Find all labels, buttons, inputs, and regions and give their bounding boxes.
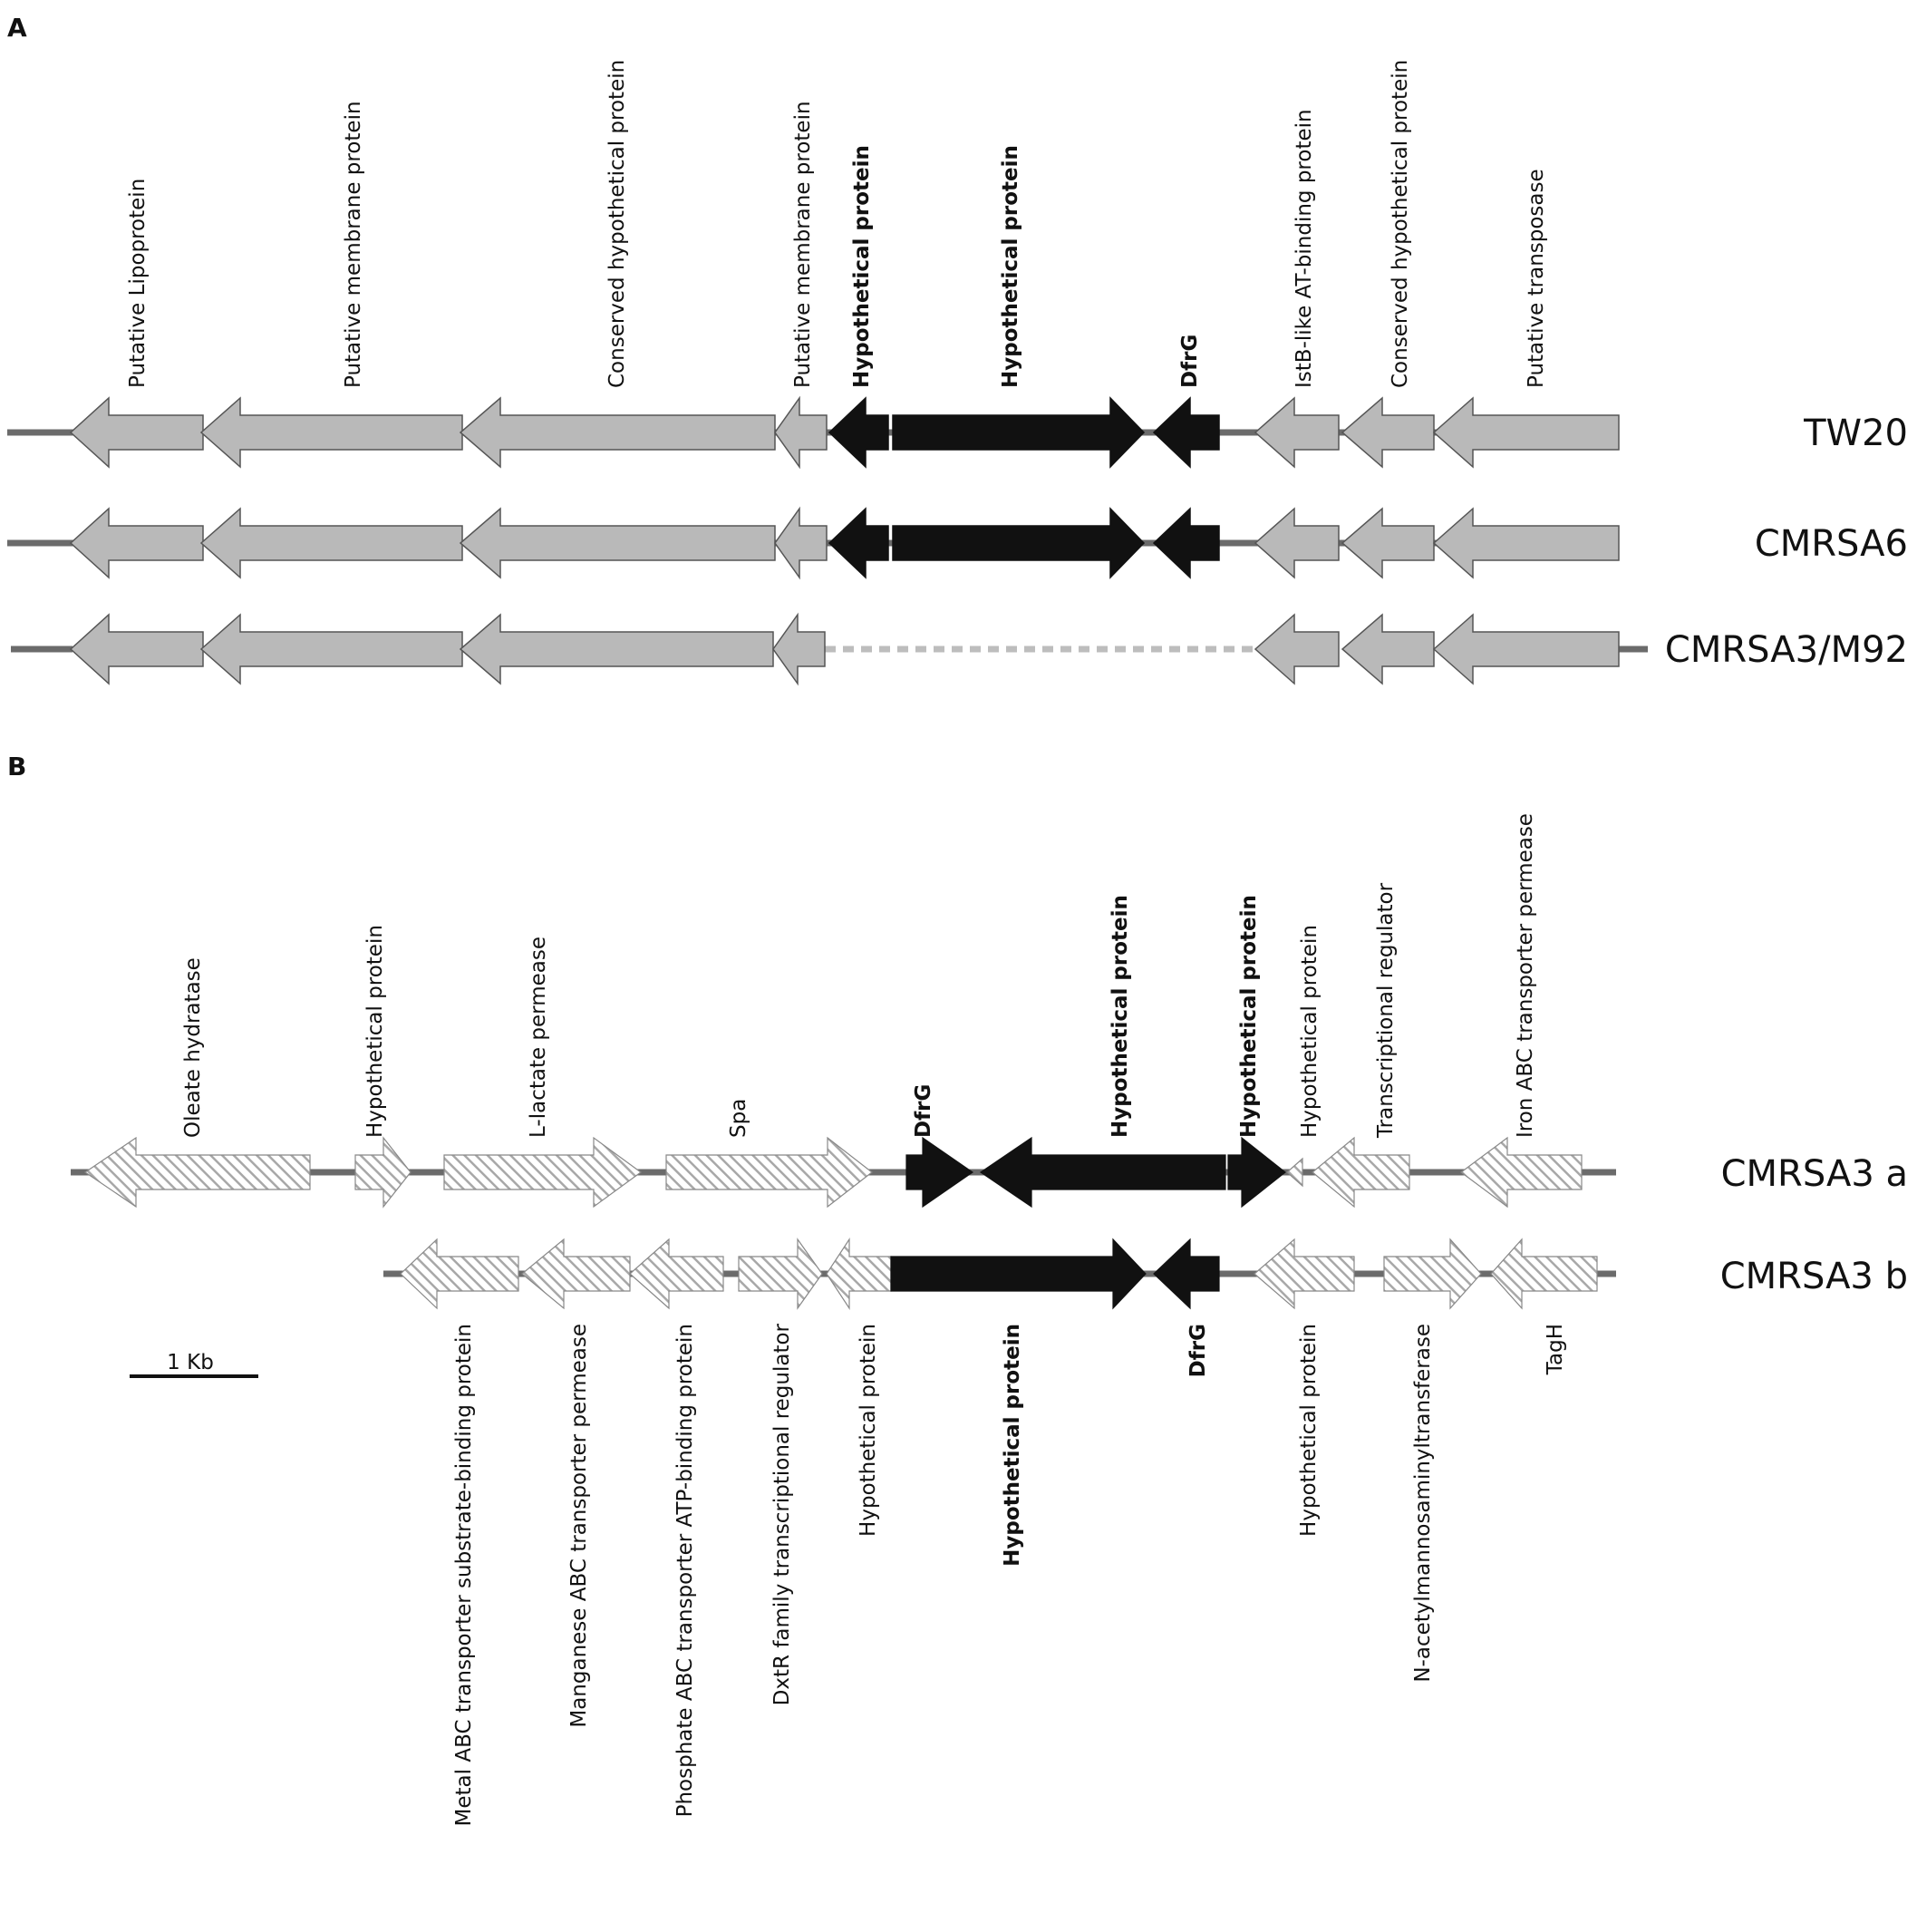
gene-putative-lipoprotein: [69, 613, 204, 685]
gene-hypothetical-protein-bold-2: [892, 396, 1146, 469]
gene-putative-transposase: [1432, 613, 1620, 685]
gene-conserved-hypothetical-protein: [459, 396, 776, 469]
gene-l-lactate-permease: [443, 1136, 643, 1209]
panel-b-label: B: [7, 752, 26, 782]
gene-label-transcriptional-regulator: Transcriptional regulator: [1374, 882, 1398, 1139]
gene-putative-membrane-protein-2: [774, 506, 828, 580]
gene-dxtr-family-transcriptional-regulator: [738, 1238, 823, 1310]
gene-oleate-hydratase: [83, 1136, 311, 1209]
gene-putative-lipoprotein: [69, 507, 204, 579]
gene-label-hypothetical-protein-bold-b: Hypothetical protein: [1001, 1324, 1024, 1567]
gene-label-oleate-hydratase: Oleate hydratase: [181, 957, 205, 1138]
gene-hypothetical-protein-bold-2: [892, 507, 1146, 579]
gene-label-phosphate-abc-transporter-atp-binding-protein: Phosphate ABC transporter ATP-binding pr…: [673, 1324, 697, 1817]
gene-label-iron-abc-transporter-permease: Iron ABC transporter permease: [1514, 813, 1537, 1138]
gene-manganese-abc-transporter-permease: [521, 1238, 631, 1310]
gene-dfrg-b: [1153, 1238, 1220, 1310]
scale-bar-label: 1 Kb: [167, 1351, 214, 1374]
gene-label-putative-membrane-protein: Putative membrane protein: [342, 101, 365, 388]
gene-hypothetical-protein-a1: [354, 1136, 411, 1209]
gene-putative-transposase: [1432, 507, 1620, 579]
gene-hypothetical-protein-bold-b: [890, 1238, 1147, 1310]
gene-label-hypothetical-protein-bold: Hypothetical protein: [850, 145, 874, 388]
gene-hypothetical-protein-bold: [828, 507, 889, 579]
gene-tagh: [1490, 1238, 1598, 1310]
gene-dfrg-a: [905, 1136, 974, 1209]
gene-putative-membrane-protein-2: [772, 612, 826, 686]
gene-conserved-hypothetical-protein-2: [1341, 396, 1435, 469]
gene-istb-like-at-binding-protein: [1254, 613, 1340, 685]
gene-phosphate-abc-transporter-atp-binding-protein: [629, 1238, 724, 1310]
gene-putative-membrane-protein: [199, 396, 463, 469]
gene-putative-lipoprotein: [69, 396, 204, 469]
strain-label-cmrsa3-b: CMRSA3 b: [1720, 1256, 1908, 1297]
gene-n-acetylmannosaminyltransferase: [1383, 1238, 1482, 1310]
gene-hypothetical-protein-a2: [1286, 1157, 1303, 1188]
gene-conserved-hypothetical-protein-2: [1341, 507, 1435, 579]
strain-label-cmrsa3-m92: CMRSA3/M92: [1665, 629, 1908, 671]
gene-label-hypothetical-protein-a2: Hypothetical protein: [1298, 925, 1322, 1138]
gene-putative-membrane-protein-2: [774, 395, 828, 470]
strain-label-cmrsa3-a: CMRSA3 a: [1721, 1153, 1908, 1195]
gene-label-hypothetical-protein-bold-a2: Hypothetical protein: [1237, 895, 1261, 1138]
gene-hypothetical-protein-b2: [1254, 1238, 1355, 1310]
gene-label-spa: Spa: [727, 1099, 750, 1138]
gene-putative-membrane-protein: [199, 507, 463, 579]
gene-label-hypothetical-protein-bold-2: Hypothetical protein: [999, 145, 1022, 388]
gene-hypothetical-protein-b1: [826, 1237, 892, 1311]
gene-hypothetical-protein-bold: [828, 396, 889, 469]
gene-label-dfrg-a: DfrG: [912, 1084, 935, 1138]
gene-label-tagh: TagH: [1544, 1324, 1567, 1375]
gene-istb-like-at-binding-protein: [1254, 507, 1340, 579]
gene-dfrg: [1152, 396, 1220, 469]
gene-label-dfrg: DfrG: [1178, 335, 1202, 388]
gene-label-hypothetical-protein-b2: Hypothetical protein: [1297, 1324, 1321, 1537]
gene-label-putative-transposase: Putative transposase: [1525, 169, 1548, 388]
gene-label-l-lactate-permease: L-lactate permease: [527, 937, 550, 1138]
gene-label-hypothetical-protein-a1: Hypothetical protein: [363, 925, 387, 1138]
panel-a-label: A: [7, 13, 27, 43]
gene-label-conserved-hypothetical-protein: Conserved hypothetical protein: [605, 60, 629, 388]
gene-spa: [665, 1136, 873, 1209]
gene-transcriptional-regulator: [1312, 1136, 1410, 1209]
gene-metal-abc-transporter-substrate-binding-protein: [400, 1238, 519, 1310]
gene-putative-transposase: [1432, 396, 1620, 469]
gene-label-istb-like-at-binding-protein: IstB-like AT-binding protein: [1293, 109, 1316, 388]
gene-iron-abc-transporter-permease: [1459, 1136, 1583, 1209]
gene-conserved-hypothetical-protein: [459, 613, 774, 685]
gene-conserved-hypothetical-protein: [459, 507, 776, 579]
gene-dfrg: [1152, 507, 1220, 579]
gene-hypothetical-protein-bold-a1: [979, 1136, 1226, 1209]
gene-label-putative-membrane-protein-2: Putative membrane protein: [791, 101, 815, 388]
gene-putative-membrane-protein: [199, 613, 463, 685]
gene-label-manganese-abc-transporter-permease: Manganese ABC transporter permease: [567, 1324, 591, 1728]
gene-label-hypothetical-protein-bold-a1: Hypothetical protein: [1109, 895, 1132, 1138]
gene-label-dxtr-family-transcriptional-regulator: DxtR family transcriptional regulator: [770, 1323, 794, 1705]
gene-hypothetical-protein-bold-a2: [1227, 1136, 1286, 1209]
gene-label-metal-abc-transporter-substrate-binding-protein: Metal ABC transporter substrate-binding …: [452, 1324, 476, 1826]
strain-label-cmrsa6: CMRSA6: [1755, 523, 1908, 565]
gene-istb-like-at-binding-protein: [1254, 396, 1340, 469]
gene-label-hypothetical-protein-b1: Hypothetical protein: [857, 1324, 880, 1537]
gene-label-conserved-hypothetical-protein-2: Conserved hypothetical protein: [1389, 60, 1412, 388]
gene-label-putative-lipoprotein: Putative Lipoprotein: [126, 179, 150, 388]
gene-conserved-hypothetical-protein-2: [1341, 613, 1435, 685]
gene-label-dfrg-b: DfrG: [1186, 1324, 1210, 1377]
gene-label-n-acetylmannosaminyltransferase: N-acetylmannosaminyltransferase: [1411, 1324, 1435, 1683]
strain-label-tw20: TW20: [1803, 413, 1908, 454]
